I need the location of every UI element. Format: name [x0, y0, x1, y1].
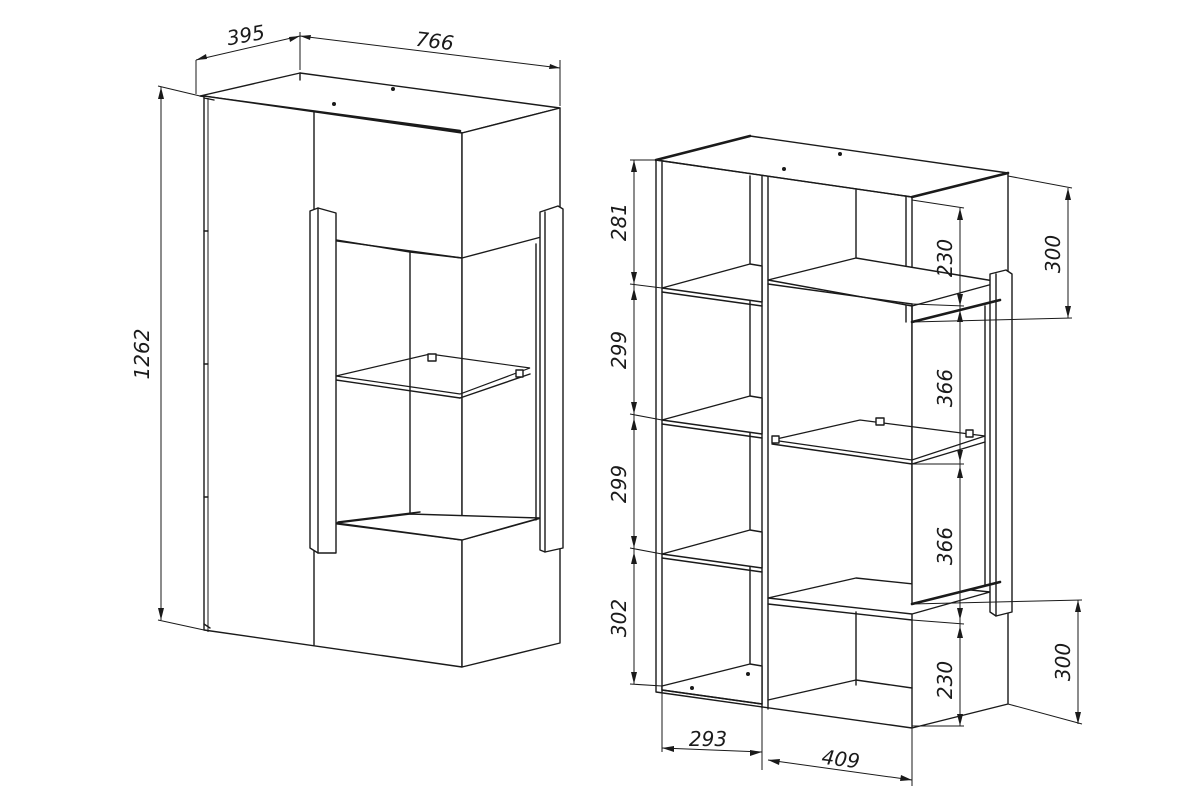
open-door-handle: [989, 269, 1013, 617]
interior-top-edge: [335, 239, 411, 253]
dim-right-width: 409: [820, 745, 861, 773]
door-top-edge: [910, 298, 1002, 324]
dim-width-label: 766: [414, 27, 455, 55]
dim-outer-top: 300: [1041, 235, 1065, 273]
dim-inner-section-4: 230: [933, 661, 957, 699]
glass-shelf-side: [911, 441, 986, 465]
glass-shelf: [335, 353, 531, 395]
top-right-edge: [910, 171, 1010, 199]
glass-front-opening: [329, 239, 463, 541]
dim-width-766: [299, 35, 561, 106]
dim-left-section-1: 281: [607, 203, 631, 241]
shelf-support: [875, 417, 885, 426]
left-door-handle: [309, 207, 337, 554]
top-back-edge: [654, 134, 752, 162]
top-hole: [782, 167, 786, 171]
dim-inner-section-3: 366: [933, 527, 957, 565]
glass-shelf-front: [771, 443, 913, 465]
dim-outer-bottom: 300: [1051, 643, 1075, 681]
right-door-handle: [539, 205, 564, 553]
dim-left-chain: [629, 159, 663, 687]
dim-depth-label: 395: [225, 20, 267, 50]
right-glass-shelf: [771, 419, 986, 461]
dim-outer-right: [911, 175, 1083, 725]
interior-bottom-edge: [337, 511, 421, 523]
dim-left-section-2: 299: [607, 331, 631, 369]
shelf-support: [771, 435, 780, 444]
shelf-support: [427, 353, 437, 362]
dim-inner-right-chain: [911, 199, 965, 727]
dim-height-label: 1262: [130, 329, 154, 380]
glass-shelf-front: [335, 379, 461, 399]
shelf-support: [515, 369, 524, 378]
top-hole: [391, 87, 395, 91]
open-top-face: [655, 135, 1009, 198]
dim-bottom-widths: [661, 692, 913, 786]
dim-inner-section-1: 230: [933, 239, 957, 277]
closed-cabinet-view: 395 766 1262: [130, 20, 564, 668]
dim-left-section-4: 302: [607, 599, 631, 637]
hinge-marks: [203, 97, 215, 629]
dim-height-1262: [157, 85, 205, 631]
dim-depth-395: [195, 32, 301, 94]
dim-left-section-3: 299: [607, 465, 631, 503]
shelf-support: [965, 429, 974, 438]
door-bottom-edge: [910, 580, 1002, 606]
top-hole: [332, 102, 336, 106]
dim-inner-section-2: 366: [933, 369, 957, 407]
dim-left-width: 293: [689, 727, 727, 751]
open-cabinet-view: 281 299 299 302 230 366 366 230: [607, 134, 1083, 786]
glass-shelf-side: [459, 373, 531, 399]
top-hole: [838, 152, 842, 156]
left-column-shelves: [661, 263, 763, 705]
interior-top-edge: [409, 251, 463, 259]
top-front-edge: [655, 159, 913, 198]
